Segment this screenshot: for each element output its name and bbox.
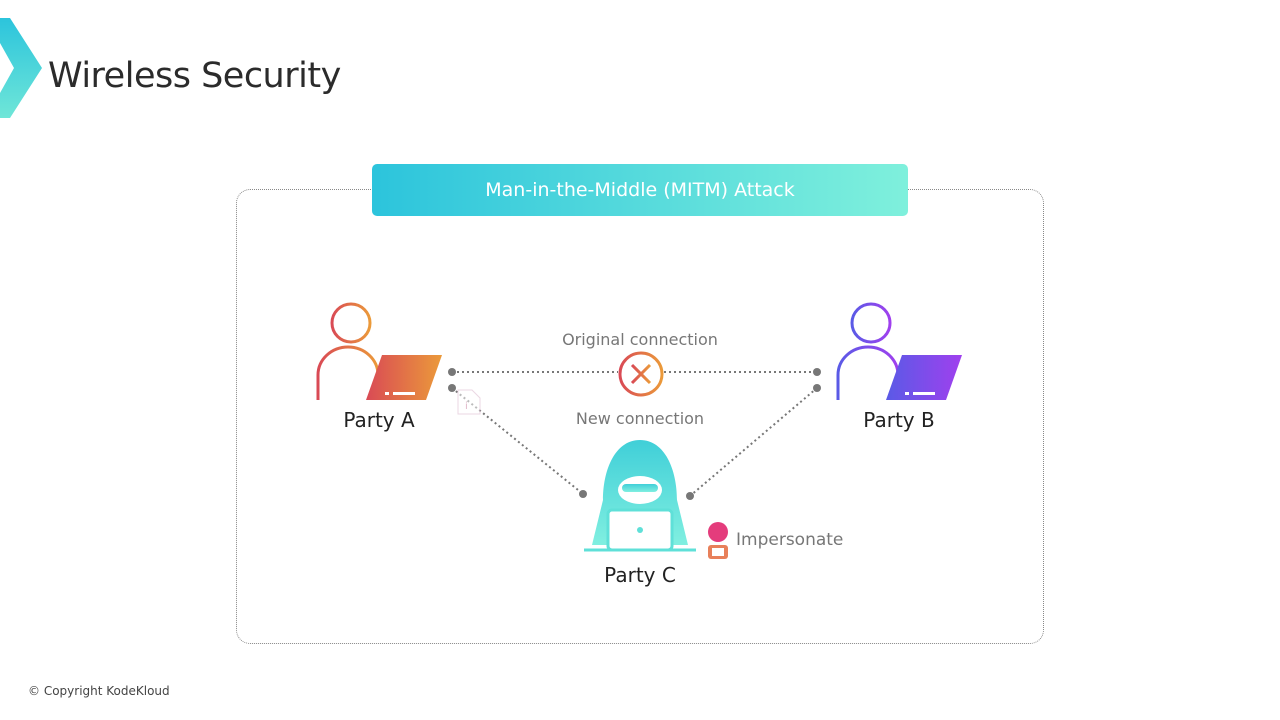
connection-lines <box>451 371 818 497</box>
copyright: © Copyright KodeKloud <box>28 684 170 698</box>
party-a-label: Party A <box>343 408 415 432</box>
original-connection-label: Original connection <box>562 330 718 349</box>
blocked-x-icon <box>618 351 664 397</box>
svg-text:i: i <box>465 401 468 412</box>
new-connection-label: New connection <box>575 409 705 428</box>
connection-endpoints <box>448 368 821 500</box>
document-icon: i <box>457 389 481 415</box>
party-c-label: Party C <box>604 563 676 587</box>
kodekloud-logo-icon <box>0 18 42 118</box>
impersonate-label: Impersonate <box>736 530 844 550</box>
party-b-label: Party B <box>863 408 935 432</box>
hacker-icon <box>584 440 696 552</box>
party-b-icon <box>836 302 962 402</box>
impersonate-avatar-icon <box>708 522 728 559</box>
page-title: Wireless Security <box>48 56 341 96</box>
party-a-icon <box>316 302 442 402</box>
diagram-banner: Man-in-the-Middle (MITM) Attack <box>372 164 908 216</box>
